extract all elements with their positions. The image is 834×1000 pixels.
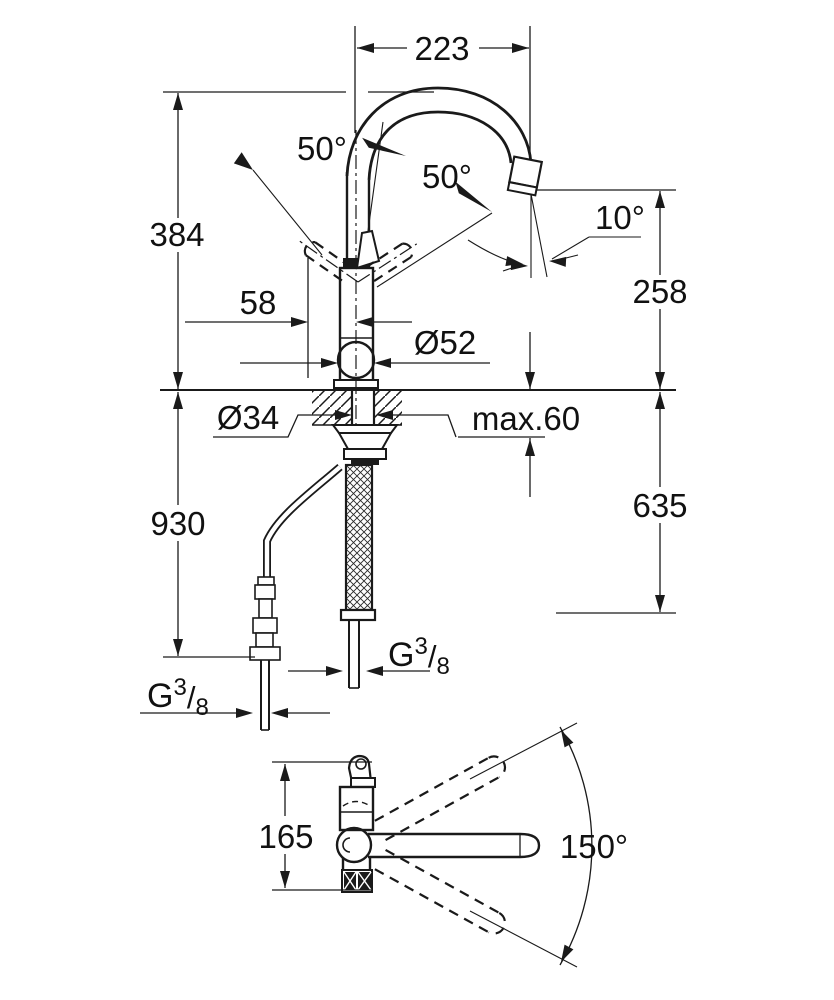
deck-hatch-right — [374, 390, 402, 425]
dim-height: 384 — [144, 91, 434, 389]
dim-outlet-height-label: 258 — [632, 273, 687, 310]
supply-pipe — [249, 463, 343, 731]
dim-lever-angle-right: 50° — [376, 158, 523, 288]
counter-deck — [160, 389, 676, 426]
lever-open-left — [298, 240, 359, 283]
dim-lever-angle-right-label: 50° — [422, 158, 472, 195]
dim-base-depth: 165 — [256, 761, 372, 891]
dim-hole-diameter-label: Ø34 — [217, 399, 279, 436]
dim-pipe-length-label: 930 — [150, 505, 205, 542]
dim-thread-left: G3/8 — [140, 674, 330, 721]
side-view: 223 384 258 635 — [140, 26, 694, 731]
thread-prefix: G — [388, 636, 414, 674]
swivel-joint-circle — [335, 826, 373, 864]
spout-arm-swivel-down — [374, 848, 506, 935]
lever-pivot — [343, 258, 367, 267]
dim-lever-projection: 58 — [185, 258, 412, 378]
dim-swivel-range: 150° — [469, 722, 628, 968]
thread-prefix: G — [147, 677, 173, 715]
dim-pipe-length: 930 — [144, 392, 255, 658]
thread-numerator: 3 — [414, 633, 427, 660]
dim-thread-right-label: G3/8 — [388, 633, 450, 680]
dim-outlet-angle: 10° — [502, 193, 645, 278]
lever-open-right — [357, 242, 418, 283]
dim-hole-diameter: Ø34 — [213, 399, 457, 438]
dim-body-diameter-label: Ø52 — [414, 324, 476, 361]
dim-deck-thickness-label: max.60 — [472, 400, 580, 437]
top-view-body — [335, 754, 376, 893]
lever-closed — [355, 229, 381, 270]
dim-thread-right: G3/8 — [288, 633, 450, 680]
dim-lever-projection-label: 58 — [240, 284, 277, 321]
spout-arm-swivel-up — [374, 755, 506, 842]
dim-deck-thickness: max.60 — [458, 332, 580, 497]
outlet-collar — [350, 777, 376, 788]
thread-slash: / — [187, 680, 196, 715]
thread-denominator: 8 — [195, 694, 208, 721]
dim-lever-angle-left-label: 50° — [297, 130, 347, 167]
thread-denominator: 8 — [436, 653, 449, 680]
thread-slash: / — [428, 639, 437, 674]
dim-lever-angle-left: 50° — [233, 121, 406, 256]
dim-body-diameter: Ø52 — [240, 324, 490, 368]
deck-hatch-left — [312, 390, 352, 425]
dim-outlet-height: 258 — [536, 189, 694, 389]
thread-numerator: 3 — [173, 674, 186, 701]
dim-base-depth-label: 165 — [258, 818, 313, 855]
outlet-tip — [347, 754, 373, 783]
aerator-outlet — [506, 155, 544, 197]
dim-swivel-range-label: 150° — [560, 828, 628, 865]
dim-thread-left-label: G3/8 — [147, 674, 209, 721]
compression-nut — [249, 646, 281, 661]
dim-height-label: 384 — [149, 216, 204, 253]
dim-spout-reach: 223 — [354, 26, 531, 160]
braided-hose — [339, 463, 377, 689]
hose-end-fitting — [339, 608, 377, 622]
spout-arm — [368, 832, 541, 859]
dim-hose-length-label: 635 — [632, 487, 687, 524]
dim-hose-length: 635 — [556, 392, 694, 614]
dim-spout-reach-label: 223 — [414, 30, 469, 67]
top-view: 165 150° — [256, 722, 628, 968]
dim-outlet-angle-label: 10° — [595, 199, 645, 236]
mounting-hardware — [331, 390, 399, 465]
